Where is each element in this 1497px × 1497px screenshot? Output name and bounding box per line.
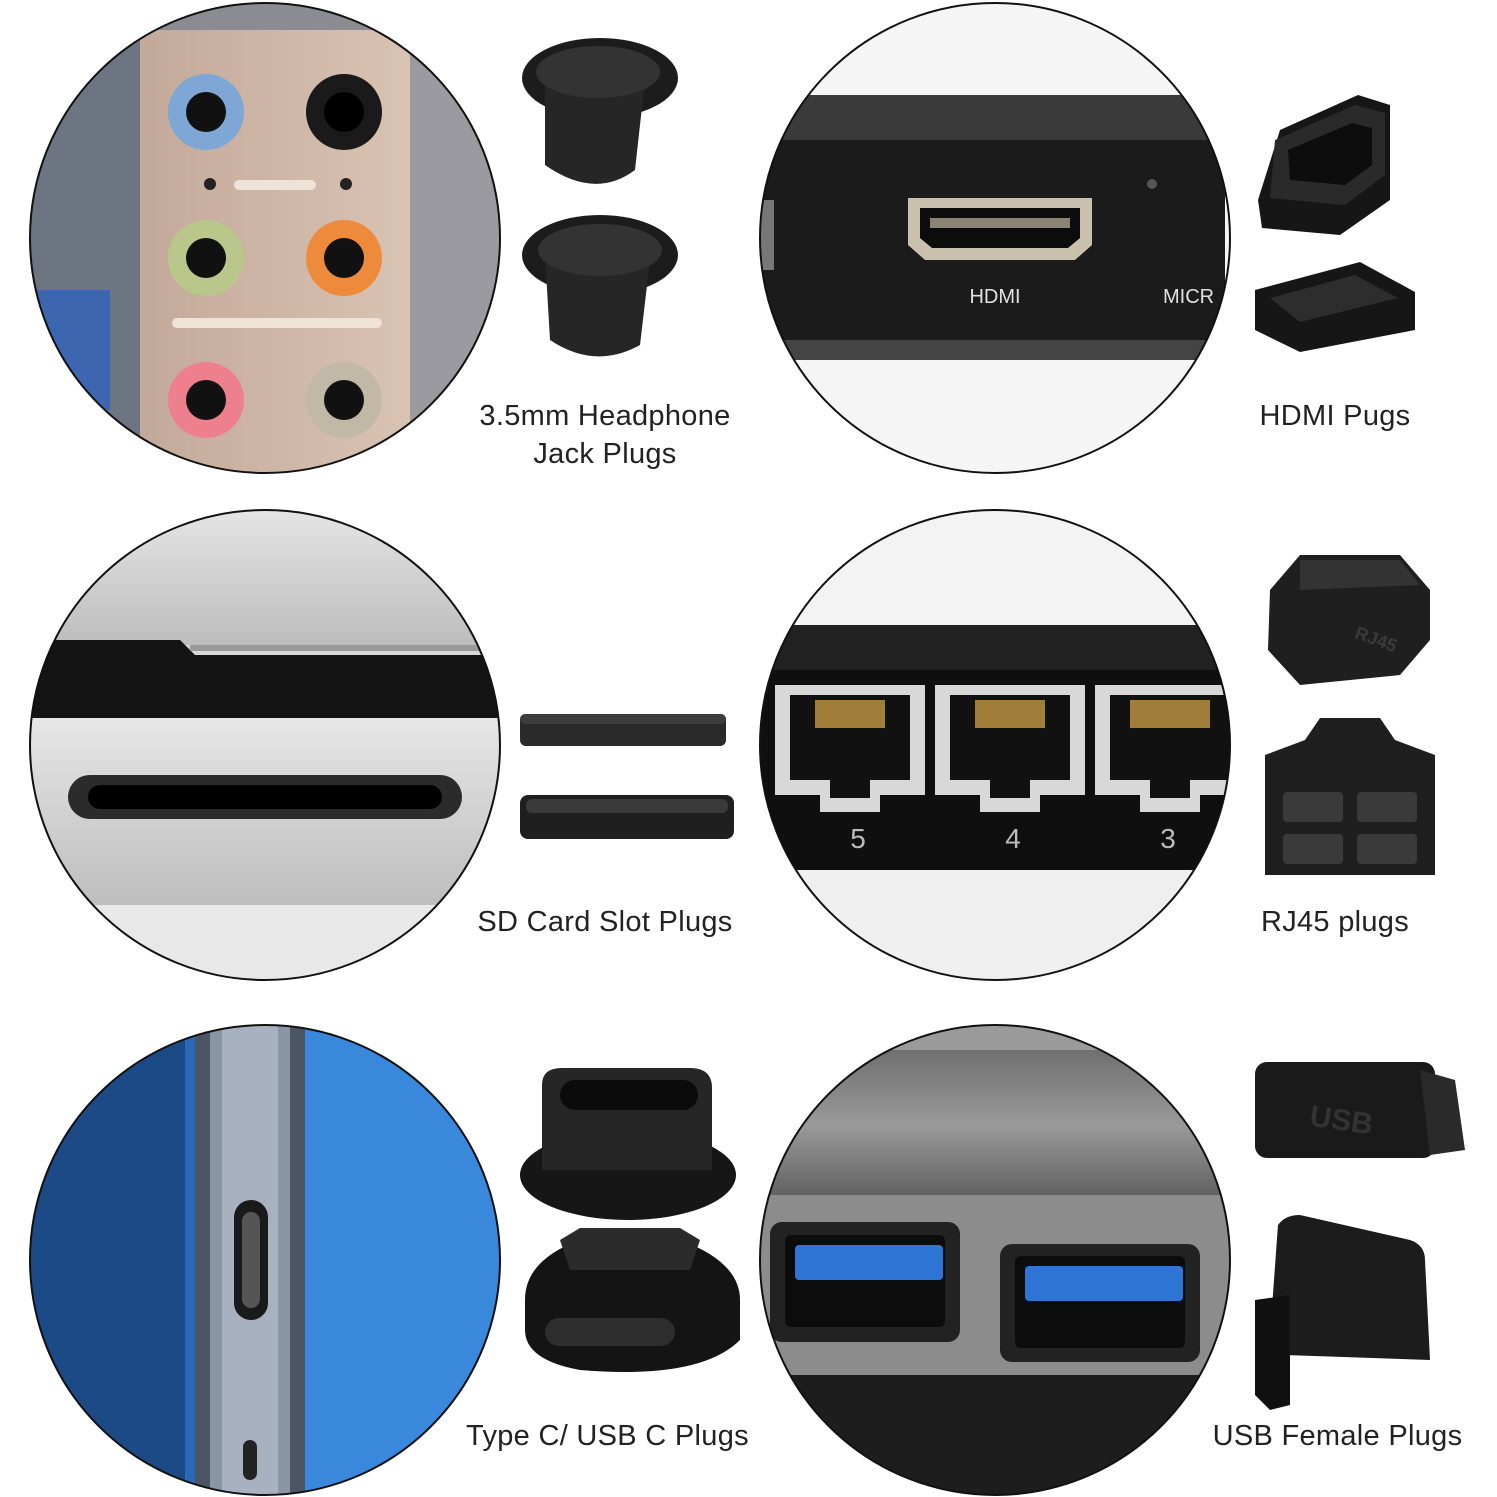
headphone-plug-icon — [522, 215, 678, 357]
sd-slot — [68, 775, 462, 819]
hdmi-port-text: HDMI — [969, 286, 1020, 308]
caption-line: SD Card Slot Plugs — [477, 906, 733, 938]
usb-a-ports-photo — [760, 1025, 1230, 1495]
hdmi-plug-icon — [1255, 262, 1415, 352]
caption-usb-c: Type C/ USB C Plugs — [430, 1417, 785, 1455]
usb-c-plug-icon — [520, 1068, 736, 1220]
jack-orange — [306, 220, 382, 296]
micro-port-text: MICR — [1163, 286, 1214, 308]
rj45-plug-icon — [1265, 718, 1435, 875]
port-number-5: 5 — [850, 823, 866, 854]
caption-line: Jack Plugs — [533, 438, 677, 470]
usb-c-port — [234, 1200, 268, 1320]
caption-rj45: RJ45 plugs — [1215, 903, 1455, 941]
caption-line: RJ45 plugs — [1260, 906, 1410, 938]
rj45-port — [935, 685, 1085, 812]
rj45-port — [775, 685, 925, 812]
hdmi-plug-icon — [1258, 95, 1390, 235]
jack-blue — [168, 74, 244, 150]
sd-plug-icon — [520, 714, 726, 746]
jack-pink — [168, 362, 244, 438]
usb-a-port — [1000, 1244, 1200, 1362]
caption-hdmi: HDMI Pugs — [1215, 397, 1455, 435]
caption-headphone-jack: 3.5mm Headphone Jack Plugs — [440, 397, 770, 473]
port-number-4: 4 — [1005, 823, 1021, 854]
sd-card-slot-photo — [30, 510, 500, 980]
caption-line: HDMI Pugs — [1259, 400, 1411, 432]
rj45-switch-photo: 5 4 3 — [760, 510, 1230, 980]
rj45-port — [1095, 685, 1230, 812]
jack-gray — [306, 362, 382, 438]
jack-black — [306, 74, 382, 150]
hdmi-port-photo: HDMI MICR — [760, 3, 1230, 473]
usb-c-plug-icon — [525, 1228, 740, 1372]
headphone-plug-icon — [522, 38, 678, 184]
sd-plug-icon — [520, 795, 734, 839]
hdmi-port — [908, 198, 1092, 260]
usb-plug-icon — [1255, 1215, 1430, 1410]
caption-line: USB Female Plugs — [1212, 1420, 1463, 1452]
jack-green — [168, 220, 244, 296]
rj45-plug-icon: RJ45 — [1268, 555, 1430, 685]
port-number-3: 3 — [1160, 823, 1176, 854]
caption-line: Type C/ USB C Plugs — [466, 1420, 749, 1452]
caption-line: 3.5mm Headphone — [479, 400, 731, 432]
usb-a-port — [770, 1222, 960, 1342]
usb-plug-icon: USB — [1255, 1062, 1465, 1158]
caption-sd-card: SD Card Slot Plugs — [440, 903, 770, 941]
caption-usb-female: USB Female Plugs — [1190, 1417, 1485, 1455]
